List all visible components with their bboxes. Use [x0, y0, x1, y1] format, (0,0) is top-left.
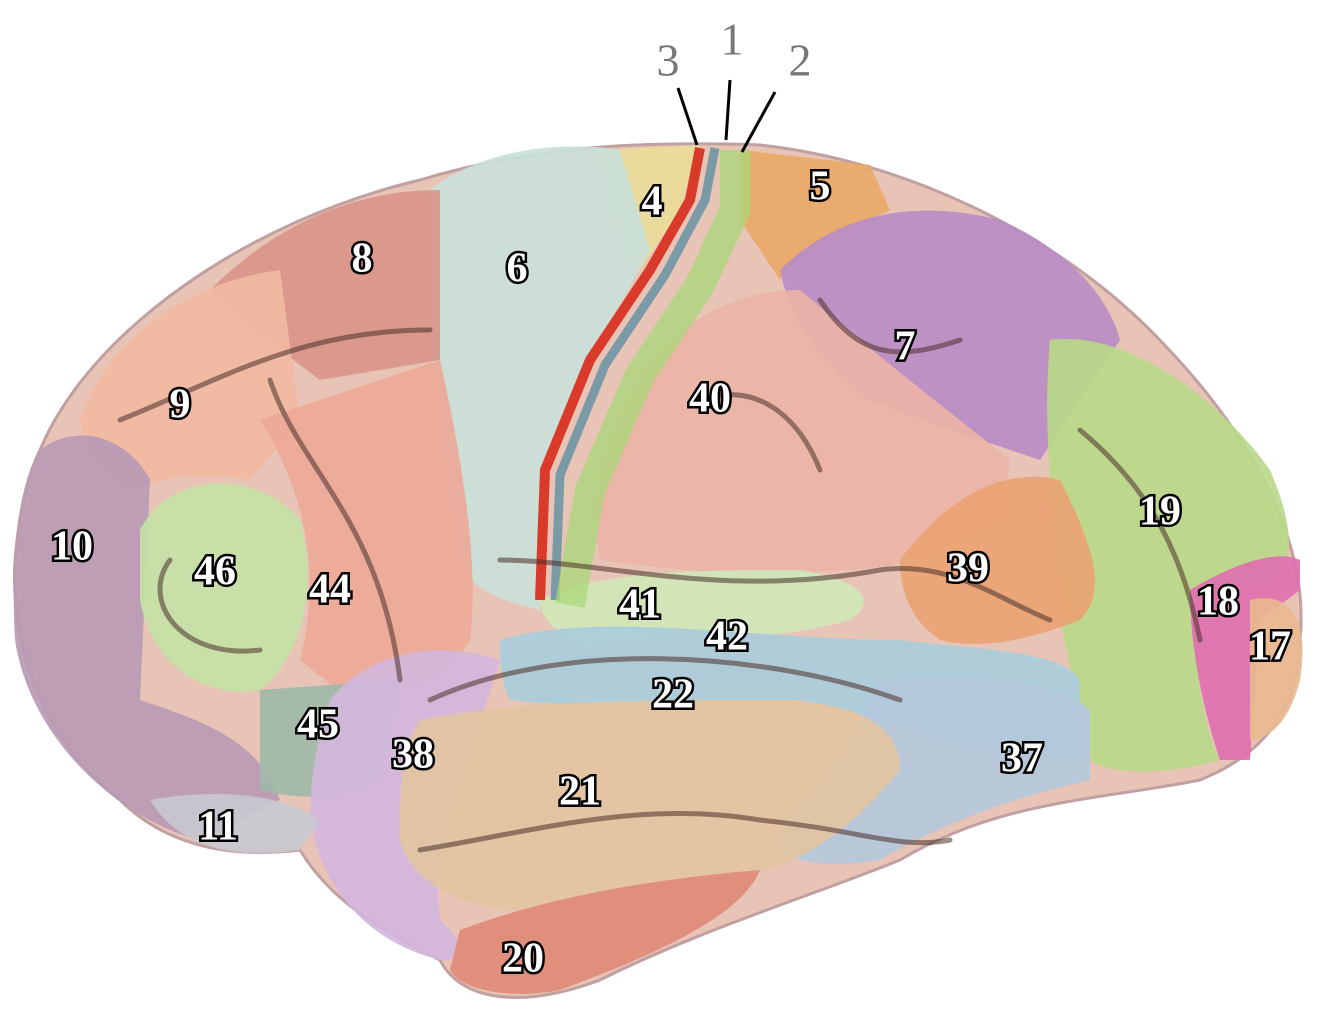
- label-area-6: 6: [507, 246, 528, 292]
- label-area-10: 10: [51, 524, 93, 570]
- region-area-7: [780, 210, 1120, 460]
- top-labels: 3 1 2: [657, 14, 812, 86]
- label-area-4: 4: [642, 179, 663, 225]
- label-area-1: 1: [721, 14, 744, 65]
- sulci: [117, 297, 1203, 853]
- strip-area-2: [555, 150, 750, 608]
- pointer-line-1: [724, 79, 732, 141]
- pointer-line-3: [676, 87, 699, 146]
- region-area-9: [80, 270, 300, 490]
- label-area-46: 46: [194, 549, 236, 595]
- region-area-6: [430, 146, 650, 611]
- region-area-40: [596, 290, 1010, 575]
- region-area-46: [140, 483, 308, 692]
- label-area-40: 40: [689, 376, 731, 422]
- strip-area-1: [550, 147, 720, 601]
- label-area-20: 20: [502, 936, 544, 982]
- label-area-44: 44: [309, 567, 351, 613]
- label-area-21: 21: [559, 769, 601, 815]
- label-area-17: 17: [1249, 624, 1291, 670]
- label-area-11: 11: [198, 804, 238, 850]
- label-area-8: 8: [352, 236, 373, 282]
- label-area-39: 39: [947, 546, 989, 592]
- region-area-10: [13, 435, 280, 840]
- region-area-19: [1047, 339, 1289, 772]
- brain-regions: [12, 142, 1303, 999]
- region-area-21: [400, 700, 900, 910]
- region-area-11: [150, 794, 320, 854]
- region-area-17: [1250, 598, 1303, 740]
- pointer-lines: [676, 79, 777, 153]
- label-area-9: 9: [170, 382, 191, 428]
- pointer-line-2: [740, 91, 777, 153]
- label-area-3: 3: [657, 35, 680, 86]
- area-labels: 4 5 6 8 7 9 40 10 46 44 19 39 41 42 18 1…: [49, 161, 1294, 984]
- label-area-38: 38: [392, 732, 434, 778]
- central-strips: [535, 147, 750, 608]
- region-area-39: [900, 476, 1095, 644]
- label-area-22: 22: [652, 672, 694, 718]
- label-area-42: 42: [706, 614, 748, 660]
- region-area-44: [260, 360, 473, 700]
- label-area-18: 18: [1197, 579, 1239, 625]
- label-area-37: 37: [1001, 736, 1043, 782]
- region-area-20: [450, 870, 760, 994]
- label-area-5: 5: [810, 164, 831, 210]
- label-area-41: 41: [619, 582, 661, 628]
- label-area-2: 2: [789, 35, 812, 86]
- label-area-7: 7: [895, 324, 916, 370]
- label-area-19: 19: [1139, 489, 1181, 535]
- region-area-5: [740, 150, 890, 280]
- label-area-45: 45: [297, 702, 339, 748]
- strip-area-3: [535, 147, 705, 601]
